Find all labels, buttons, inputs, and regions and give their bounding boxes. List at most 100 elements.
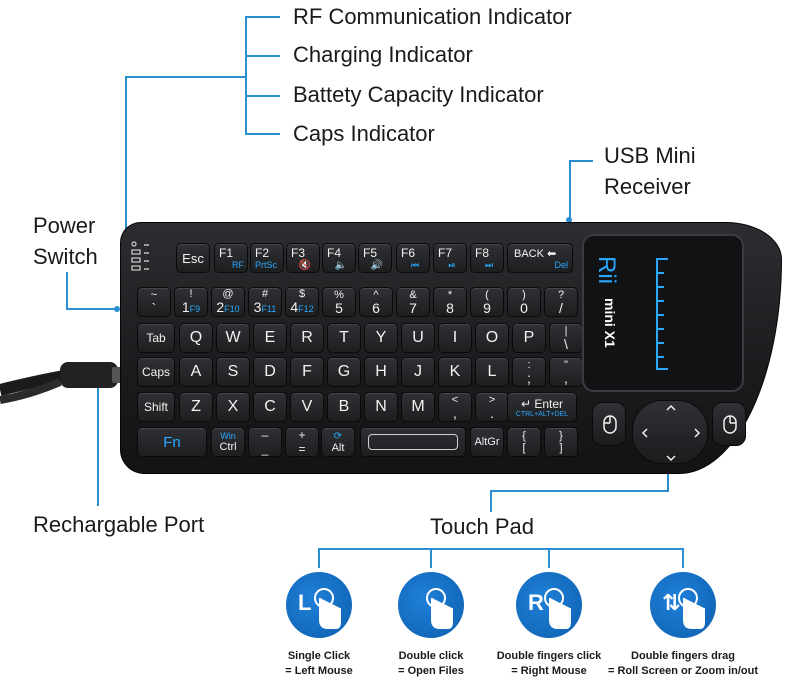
number-key[interactable]: !1F9 — [174, 287, 208, 317]
f4-key[interactable]: F4🔈 — [322, 243, 356, 273]
hand-tap-icon — [314, 588, 341, 629]
letter-key[interactable]: N — [364, 392, 398, 422]
number-key[interactable]: ?/ — [544, 287, 578, 317]
open-bracket-key[interactable]: {[ — [507, 427, 541, 457]
number-key[interactable]: (9 — [470, 287, 504, 317]
gesture-bracket-v4 — [682, 548, 684, 568]
letter-key[interactable]: Z — [179, 392, 213, 422]
letter-key[interactable]: Y — [364, 323, 398, 353]
letter-key[interactable]: S — [216, 357, 250, 387]
space-key[interactable] — [360, 427, 466, 457]
letter-key[interactable]: H — [364, 357, 398, 387]
letter-key[interactable]: A — [179, 357, 213, 387]
altgr-key[interactable]: AltGr — [470, 427, 504, 457]
volume-up-icon: 🔊 — [370, 259, 384, 271]
letter-key[interactable]: C — [253, 392, 287, 422]
enter-key[interactable]: ↵ Enter CTRL+ALT+DEL — [507, 392, 577, 422]
f5-key[interactable]: F5🔊 — [358, 243, 392, 273]
letter-key[interactable]: F — [290, 357, 324, 387]
rechargeable-port-label: Rechargable Port — [33, 512, 205, 537]
gesture-letter: ⇅ — [662, 590, 681, 615]
battery-indicator-label: Battety Capacity Indicator — [293, 82, 544, 107]
number-key[interactable]: *8 — [433, 287, 467, 317]
brand-logo: Rii mini X1 — [593, 256, 620, 348]
close-bracket-key[interactable]: }] — [544, 427, 578, 457]
tab-key[interactable]: Tab — [137, 323, 175, 353]
f8-key[interactable]: F8⏭ — [470, 243, 504, 273]
letter-key[interactable]: X — [216, 392, 250, 422]
letter-key[interactable]: L — [475, 357, 509, 387]
back-arrow-icon: ⬅ — [547, 247, 557, 260]
number-key[interactable]: $4F12 — [285, 287, 319, 317]
number-key[interactable]: ^6 — [359, 287, 393, 317]
touchpad-label: Touch Pad — [430, 514, 534, 539]
hand-tap-icon — [678, 588, 705, 629]
hand-tap-icon — [544, 588, 571, 629]
letter-key[interactable]: Q — [179, 323, 213, 353]
charging-indicator-label: Charging Indicator — [293, 42, 473, 67]
letter-key[interactable]: O — [475, 323, 509, 353]
letter-key[interactable]: M — [401, 392, 435, 422]
comma-key[interactable]: <, — [438, 392, 472, 422]
quote-key[interactable]: ", — [549, 357, 583, 387]
gesture-bracket-v1 — [318, 548, 320, 568]
indicator-tick-1 — [245, 16, 280, 18]
letter-key[interactable]: D — [253, 357, 287, 387]
minus-key[interactable]: –_ — [248, 427, 282, 457]
number-key[interactable]: ~` — [137, 287, 171, 317]
number-key[interactable]: @2F10 — [211, 287, 245, 317]
dpad[interactable] — [632, 400, 708, 464]
f3-key[interactable]: F3🔇 — [286, 243, 320, 273]
letter-key[interactable]: U — [401, 323, 435, 353]
letter-key[interactable]: B — [327, 392, 361, 422]
usb-leader-h — [569, 160, 593, 162]
letter-key[interactable]: K — [438, 357, 472, 387]
volume-down-icon: 🔈 — [334, 259, 348, 271]
left-mouse-button[interactable] — [592, 402, 626, 446]
backslash-key[interactable]: |\ — [549, 323, 583, 353]
f7-key[interactable]: F7⏯ — [433, 243, 467, 273]
letter-key[interactable]: I — [438, 323, 472, 353]
usb-leader-v — [569, 160, 571, 220]
letter-key[interactable]: E — [253, 323, 287, 353]
hand-tap-icon — [426, 588, 453, 629]
letter-key[interactable]: G — [327, 357, 361, 387]
gesture-icon: R — [516, 572, 582, 638]
touchpad-leader-h — [490, 490, 669, 492]
back-key[interactable]: BACK ⬅ Del — [507, 243, 573, 273]
semicolon-key[interactable]: :; — [512, 357, 546, 387]
esc-key[interactable]: Esc — [176, 243, 210, 273]
power-switch-label: Power Switch — [33, 213, 98, 269]
letter-key[interactable]: J — [401, 357, 435, 387]
letter-key[interactable]: P — [512, 323, 546, 353]
shift-key[interactable]: Shift — [137, 392, 175, 422]
rf-indicator-label: RF Communication Indicator — [293, 4, 572, 29]
f6-key[interactable]: F6⏮ — [396, 243, 430, 273]
period-key[interactable]: >. — [475, 392, 509, 422]
letter-key[interactable]: R — [290, 323, 324, 353]
fn-key[interactable]: Fn — [137, 427, 207, 457]
touchpad-scroll-strip — [656, 258, 670, 370]
touchpad[interactable] — [582, 234, 744, 392]
plus-key[interactable]: += — [285, 427, 319, 457]
number-key[interactable]: )0 — [507, 287, 541, 317]
letter-key[interactable]: W — [216, 323, 250, 353]
letter-key[interactable]: V — [290, 392, 324, 422]
gesture-icon: L — [286, 572, 352, 638]
indicator-connector-h — [125, 76, 245, 78]
gesture-icon — [398, 572, 464, 638]
dpad-arrows-icon — [641, 404, 701, 462]
power-leader-dot — [114, 306, 120, 312]
usb-leader-dot — [566, 217, 572, 223]
caps-key[interactable]: Caps — [137, 357, 175, 387]
number-key[interactable]: &7 — [396, 287, 430, 317]
letter-key[interactable]: T — [327, 323, 361, 353]
right-mouse-button[interactable] — [712, 402, 746, 446]
indicator-connector-v — [125, 76, 127, 246]
alt-key[interactable]: ⟳Alt — [321, 427, 355, 457]
number-key[interactable]: %5 — [322, 287, 356, 317]
number-key[interactable]: #3F11 — [248, 287, 282, 317]
